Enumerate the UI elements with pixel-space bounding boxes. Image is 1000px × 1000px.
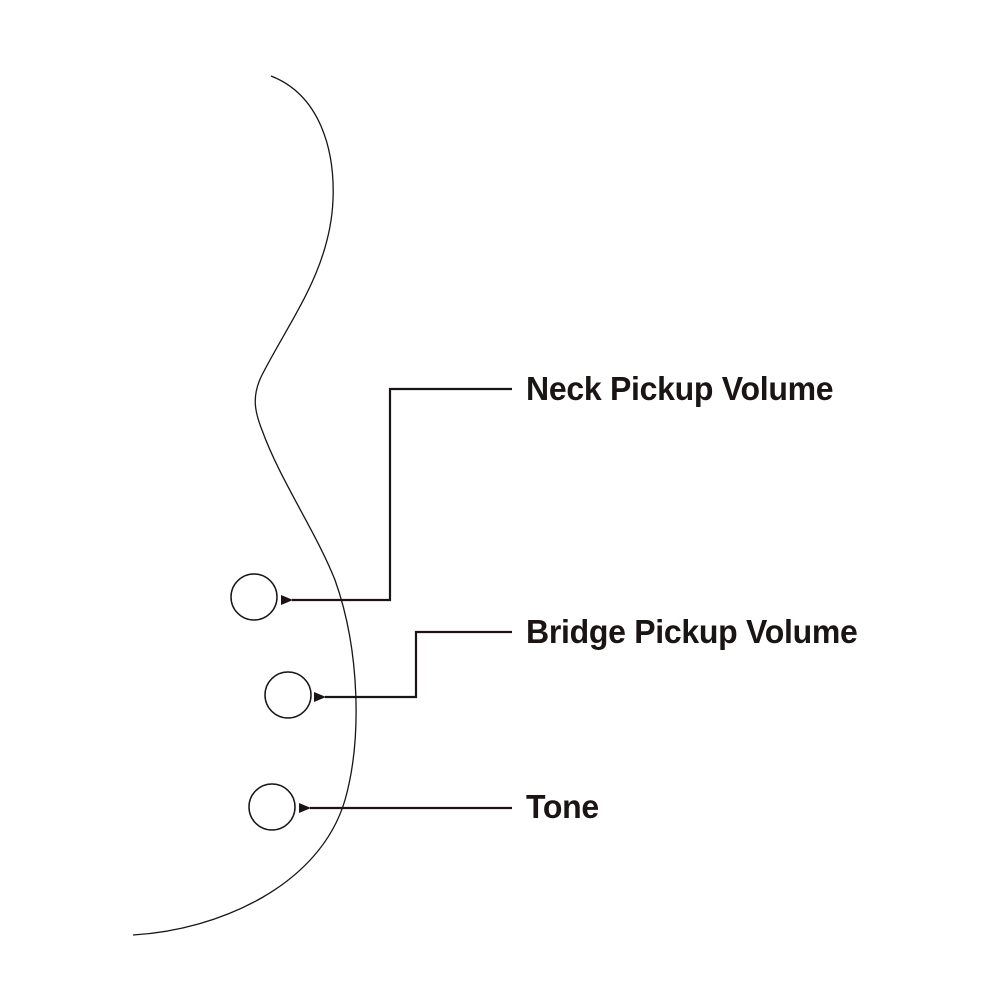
bridge-leader-arrow <box>314 630 512 702</box>
bridge-pickup-volume-label: Bridge Pickup Volume <box>526 613 858 650</box>
tone-knob <box>248 783 296 831</box>
tone-label: Tone <box>526 788 599 825</box>
guitar-body-outline <box>132 75 357 936</box>
bridge-volume-knob <box>264 671 312 719</box>
neck-volume-knob <box>230 573 278 621</box>
neck-pickup-volume-label: Neck Pickup Volume <box>526 370 834 407</box>
neck-leader-arrow <box>281 387 512 605</box>
